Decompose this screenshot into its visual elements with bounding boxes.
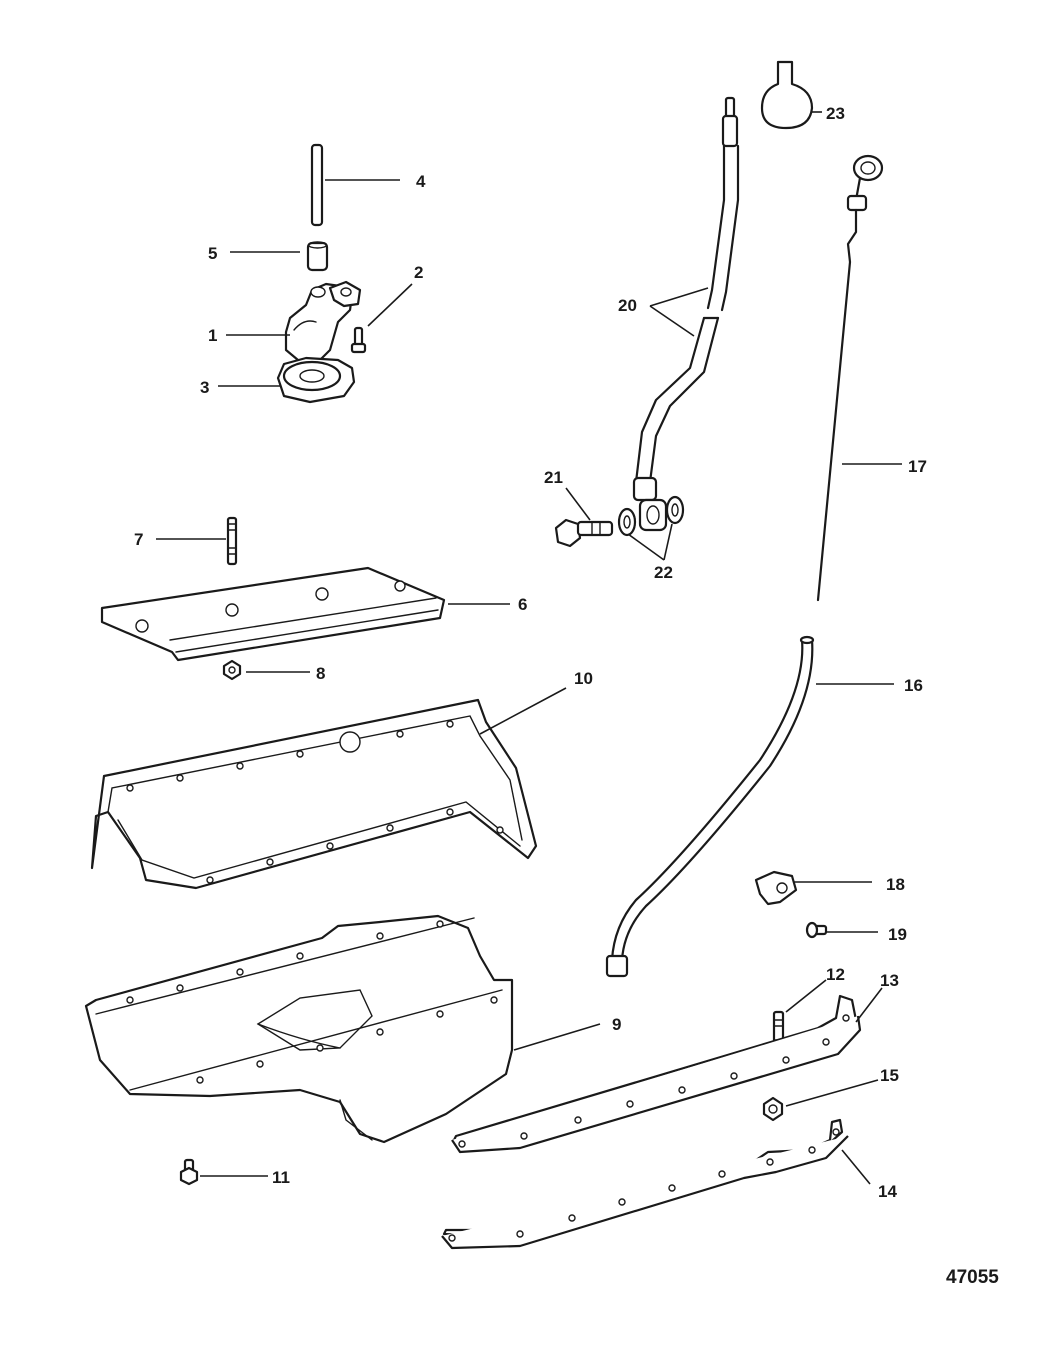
callout-22: 22 [654, 563, 673, 582]
callout-16: 16 [904, 676, 923, 695]
callout-21: 21 [544, 468, 563, 487]
part-10-oil-pan-gasket [90, 698, 538, 890]
part-2-screw [350, 326, 367, 354]
part-4-shaft [310, 143, 324, 227]
callout-1: 1 [208, 326, 217, 345]
callout-labels: 1 2 3 4 5 6 7 8 9 10 11 12 13 14 15 16 1… [134, 104, 927, 1201]
callout-23: 23 [826, 104, 845, 123]
callout-8: 8 [316, 664, 325, 683]
part-14-side-gasket [441, 1118, 849, 1250]
callout-3: 3 [200, 378, 209, 397]
part-22-washers [617, 495, 685, 537]
part-11-bolt [179, 1158, 199, 1186]
callout-18: 18 [886, 875, 905, 894]
callout-17: 17 [908, 457, 927, 476]
callout-4: 4 [416, 172, 426, 191]
callout-6: 6 [518, 595, 527, 614]
part-15-nut [762, 1096, 784, 1122]
part-21-banjo-bolt [554, 518, 614, 548]
callout-14: 14 [878, 1182, 897, 1201]
callout-19: 19 [888, 925, 907, 944]
callout-9: 9 [612, 1015, 621, 1034]
figure-number: 47055 [946, 1267, 999, 1288]
part-1-oil-pump [284, 280, 362, 364]
callout-5: 5 [208, 244, 217, 263]
callout-2: 2 [414, 263, 423, 282]
callout-11: 11 [272, 1168, 290, 1187]
part-16-dipstick-tube [605, 635, 815, 978]
callout-10: 10 [574, 669, 593, 688]
part-18-clip [754, 870, 798, 906]
callout-12: 12 [826, 965, 845, 984]
callout-15: 15 [880, 1066, 899, 1085]
callout-20: 20 [618, 296, 637, 315]
part-17-dipstick [816, 154, 884, 602]
part-20-dipstick-tube [632, 96, 740, 502]
part-19-screw [805, 921, 828, 939]
callout-13: 13 [880, 971, 899, 990]
part-3-pickup-screen [276, 356, 356, 404]
callout-7: 7 [134, 530, 143, 549]
part-9-oil-pan [84, 914, 514, 1144]
leader-lines [156, 111, 902, 1185]
part-7-stud [226, 516, 238, 566]
part-5-sleeve [306, 241, 329, 272]
part-13-side-gasket [451, 994, 862, 1154]
part-6-baffle [100, 566, 446, 662]
part-8-nut [222, 659, 242, 681]
part-23-cap [760, 60, 814, 130]
